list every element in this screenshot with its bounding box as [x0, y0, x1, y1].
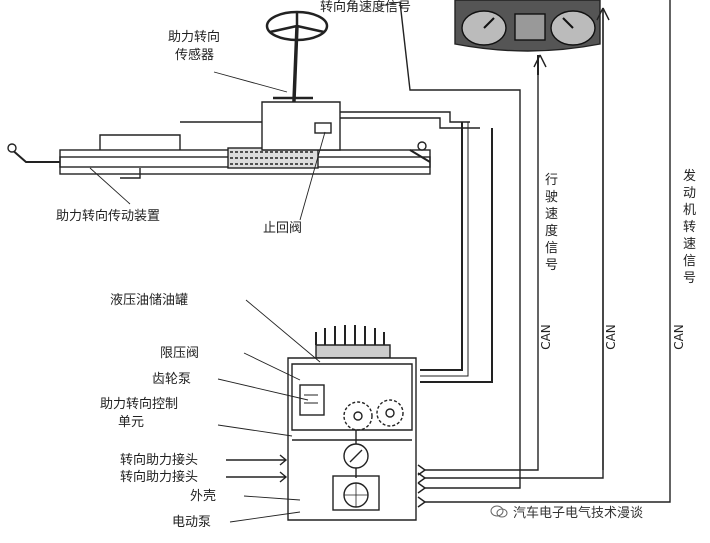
sensor-label-line2: 传感器	[175, 48, 215, 63]
electro-hydraulic-pump-unit	[287, 325, 417, 521]
control-unit-label-line2: 单元	[118, 415, 145, 430]
hydraulic-lines	[420, 122, 493, 383]
instrument-cluster	[454, 0, 601, 52]
gear-pump-label: 齿轮泵	[152, 372, 192, 387]
can-label-3: CAN	[671, 324, 686, 350]
connector-arrows	[226, 454, 426, 508]
engine-speed-signal-label: 发动机转速信号	[682, 169, 696, 286]
limit-valve-label: 限压阀	[160, 346, 200, 361]
connector-label-2: 转向助力接头	[120, 470, 199, 485]
leader-lines	[89, 1, 401, 523]
check-valve-label: 止回阀	[263, 221, 303, 236]
angle-signal-label: 转向角速度信号	[320, 0, 412, 15]
transmission-label: 助力转向传动装置	[56, 209, 161, 224]
connector-label-1: 转向助力接头	[120, 453, 199, 468]
control-unit-label-line1: 助力转向控制	[100, 397, 179, 412]
electric-pump-label: 电动泵	[172, 515, 212, 530]
vehicle-speed-signal-label: 行驶速度信号	[544, 173, 558, 273]
can-label-1: CAN	[538, 324, 553, 350]
watermark: 汽车电子电气技术漫谈	[490, 502, 643, 521]
housing-label: 外壳	[190, 489, 217, 504]
wechat-icon	[490, 505, 508, 517]
reservoir-label: 液压油储油罐	[110, 293, 189, 308]
signal-lines	[399, 0, 671, 503]
sensor-label-line1: 助力转向	[168, 30, 221, 45]
steering-rack	[7, 101, 480, 179]
watermark-text: 汽车电子电气技术漫谈	[513, 506, 644, 521]
can-label-2: CAN	[603, 324, 618, 350]
